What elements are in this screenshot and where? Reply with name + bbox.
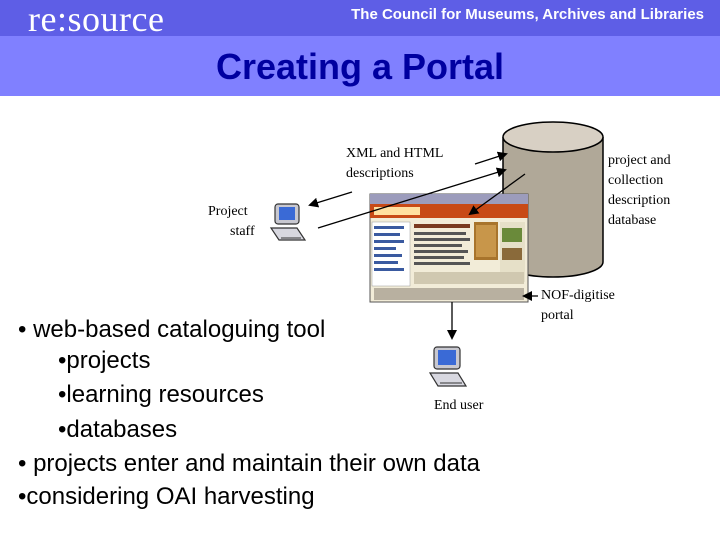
bullet-subitem: •learning resources — [58, 381, 264, 408]
arrow-xml-label-to-database — [474, 151, 508, 165]
header-topbar — [0, 0, 720, 36]
portal-label: NOF-digitise portal — [541, 288, 615, 323]
end-user-label: End user — [434, 398, 484, 413]
project-staff-label: Project staff — [208, 204, 255, 239]
bullet-item: • projects enter and maintain their own … — [18, 450, 480, 477]
xml-html-label: XML and HTML descriptions — [346, 146, 444, 181]
arrow-database-to-staff — [308, 191, 353, 208]
database-label: project and collection description datab… — [608, 153, 671, 228]
end-user-computer-icon — [428, 346, 468, 387]
arrow-database-to-portal — [468, 173, 526, 216]
staff-computer-icon — [269, 203, 307, 241]
organisation-name: The Council for Museums, Archives and Li… — [351, 6, 704, 23]
bullet-subitem: •projects — [58, 347, 151, 374]
bullet-item: • web-based cataloguing tool — [18, 316, 326, 343]
bullet-subitem: •databases — [58, 416, 178, 443]
arrow-staff-to-database — [317, 167, 507, 229]
bullet-item: •considering OAI harvesting — [18, 483, 315, 510]
page-title: Creating a Portal — [215, 46, 505, 87]
portal-screenshot-image — [369, 193, 529, 303]
resource-logo: re:source — [28, 0, 165, 39]
